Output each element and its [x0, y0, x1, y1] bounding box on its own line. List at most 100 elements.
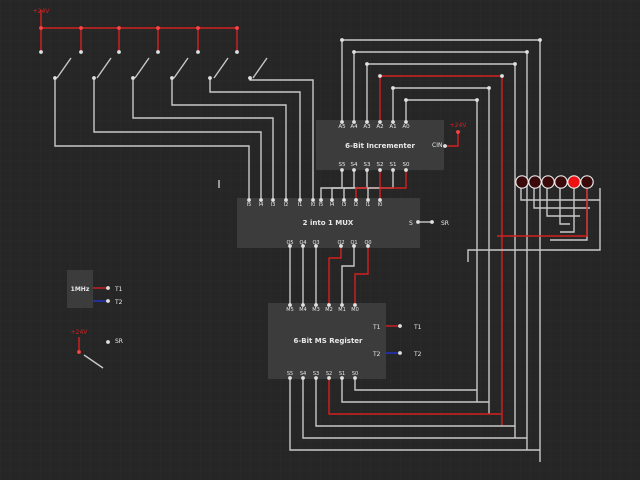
- junction-node: [525, 50, 529, 54]
- junction-node: [378, 74, 382, 78]
- inc-to-mux: [379, 170, 407, 200]
- register-input-label: M1: [338, 307, 346, 313]
- led-indicator: [541, 175, 555, 189]
- incrementer-input-label: A3: [363, 124, 371, 130]
- junction-node: [456, 130, 460, 134]
- junction-node: [366, 244, 370, 248]
- mux-input0-label: I5: [247, 202, 252, 208]
- mux-to-register: [341, 246, 355, 305]
- junction-node: [39, 50, 43, 54]
- junction-node: [404, 168, 408, 172]
- junction-node: [301, 376, 305, 380]
- junction-node: [259, 198, 263, 202]
- register-to-bus: [315, 378, 515, 427]
- junction-node: [404, 98, 408, 102]
- incrementer-output-label: S5: [339, 162, 346, 168]
- junction-node: [353, 376, 357, 380]
- led-indicator: [528, 175, 542, 189]
- junction-node: [352, 244, 356, 248]
- clock-block[interactable]: [67, 270, 93, 308]
- register-title: 6-Bit MS Register: [294, 337, 364, 345]
- mux-input0-label: I2: [284, 202, 289, 208]
- switch-to-mux: [54, 78, 250, 200]
- register-to-bus: [341, 378, 489, 403]
- incrementer-input-label: A0: [402, 124, 410, 130]
- junction-node: [365, 62, 369, 66]
- register-block[interactable]: [268, 303, 386, 379]
- junction-node: [330, 198, 334, 202]
- mux-output-label: Q3: [312, 240, 319, 246]
- register-to-bus: [328, 378, 502, 415]
- mux-input1-label: I5: [319, 202, 324, 208]
- junction-node: [196, 26, 200, 30]
- register-to-bus: [289, 378, 540, 451]
- junction-node: [352, 50, 356, 54]
- junction-node: [475, 98, 479, 102]
- incrementer-input-label: A4: [350, 124, 358, 130]
- led-indicator: [580, 175, 594, 189]
- switch-lever: [56, 57, 72, 79]
- junction-node: [314, 303, 318, 307]
- junction-node: [391, 120, 395, 124]
- junction-node: [314, 376, 318, 380]
- junction-node: [319, 198, 323, 202]
- junction-node: [79, 26, 83, 30]
- junction-node: [378, 168, 382, 172]
- mux-input1-label: I2: [354, 202, 359, 208]
- switch-to-mux: [171, 78, 287, 200]
- junction-node: [248, 76, 252, 80]
- junction-node: [430, 220, 434, 224]
- register-output-label: S1: [339, 371, 345, 377]
- mux-input0-label: I1: [298, 202, 303, 208]
- junction-node: [398, 324, 402, 328]
- switch-lever: [134, 57, 150, 79]
- junction-node: [340, 376, 344, 380]
- mux-title: 2 into 1 MUX: [303, 219, 354, 227]
- junction-node: [352, 120, 356, 124]
- mux-output-label: Q0: [364, 240, 371, 246]
- led-indicator-lit: [567, 175, 581, 189]
- mux-input1-label: I3: [342, 202, 347, 208]
- incrementer-input-label: A1: [389, 124, 396, 130]
- junction-node: [131, 76, 135, 80]
- junction-node: [487, 86, 491, 90]
- led-indicator: [515, 175, 529, 189]
- switch-lever: [173, 57, 189, 79]
- junction-node: [39, 26, 43, 30]
- sr-supply-label: +24V: [71, 329, 89, 336]
- led-tap: [533, 188, 590, 209]
- junction-node: [77, 350, 81, 354]
- mux-block[interactable]: [237, 198, 420, 248]
- register-to-bus: [354, 378, 477, 391]
- incrementer-output-label: S0: [403, 162, 410, 168]
- mux-input1-label: I4: [330, 202, 335, 208]
- switch-lever: [213, 57, 229, 79]
- supply-label: +24V: [33, 8, 51, 15]
- junction-node: [117, 50, 121, 54]
- junction-node: [353, 303, 357, 307]
- led-tap: [546, 188, 580, 217]
- cin-supply-label: +24V: [450, 122, 468, 129]
- inc-to-mux: [331, 170, 355, 200]
- junction-node: [398, 351, 402, 355]
- mux-input0-label: I0: [311, 202, 316, 208]
- led-tap: [560, 188, 575, 233]
- switch-to-mux: [93, 78, 262, 200]
- incrementer-title: 6-Bit Incrementer: [345, 142, 415, 150]
- sr-switch-lever: [83, 354, 104, 369]
- junction-node: [106, 299, 110, 303]
- mux-output-label: Q5: [286, 240, 293, 246]
- mux-input0-label: I3: [271, 202, 276, 208]
- junction-node: [79, 50, 83, 54]
- incrementer-input-label: A5: [338, 124, 346, 130]
- junction-node: [513, 62, 517, 66]
- junction-node: [340, 168, 344, 172]
- junction-node: [340, 38, 344, 42]
- mux-input1-label: I0: [378, 202, 383, 208]
- junction-node: [156, 26, 160, 30]
- mux-select-label: S: [409, 220, 413, 227]
- junction-node: [284, 198, 288, 202]
- junction-node: [235, 50, 239, 54]
- incrementer-block[interactable]: [316, 120, 444, 170]
